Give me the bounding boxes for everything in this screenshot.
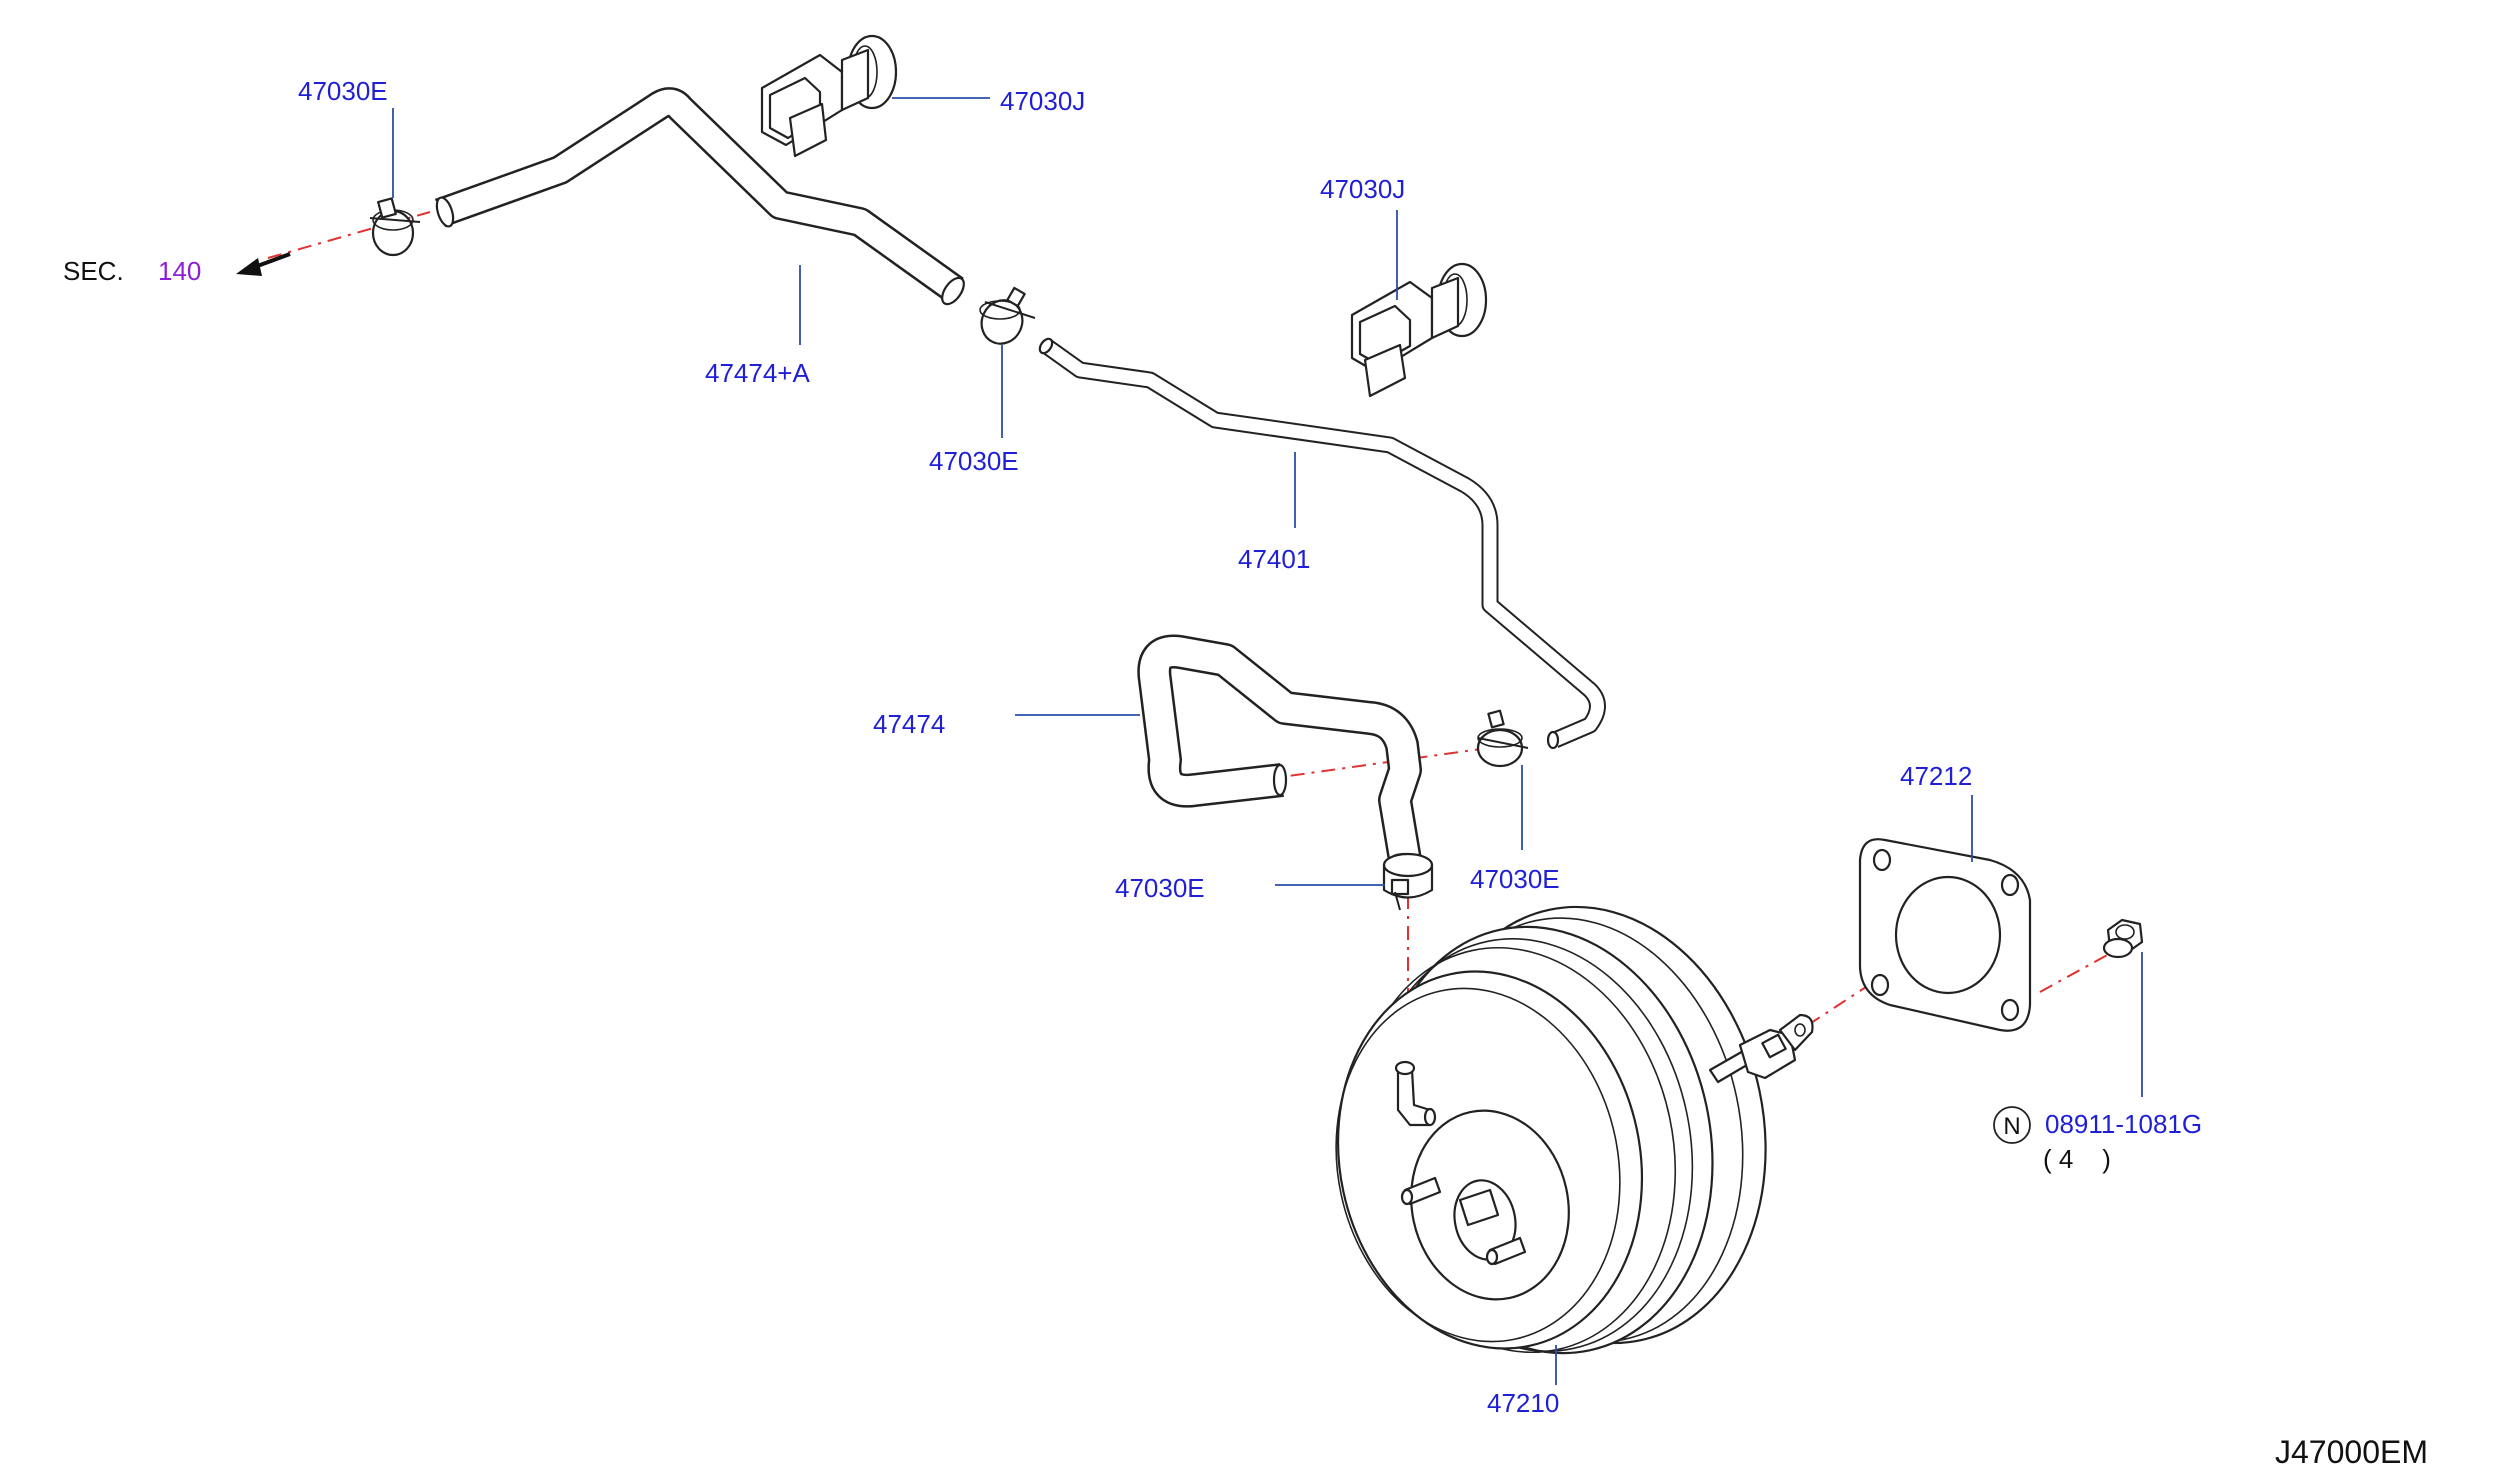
centerlines: [267, 211, 2121, 1050]
nut-circle-badge: N: [1993, 1106, 2031, 1144]
label-nut-circle: N: [2003, 1113, 2020, 1140]
label-tube-main: 47401: [1238, 544, 1310, 574]
brake-booster-47210: [1335, 905, 1814, 1355]
sec-arrow-icon: [236, 252, 291, 276]
clamp-lower-left: [1382, 852, 1434, 911]
clamp-top-left: [369, 197, 421, 257]
main-tube-47401: [1038, 337, 1606, 750]
label-clamp-upper-mid: 47030E: [929, 446, 1019, 476]
label-clamp-top-left: 47030E: [298, 76, 388, 106]
clip-mid: [1350, 262, 1488, 398]
label-hose-upper: 47474+A: [705, 358, 810, 388]
label-hose-lower: 47474: [873, 709, 945, 739]
label-booster: 47210: [1487, 1388, 1559, 1418]
lower-hose-47474: [1137, 634, 1422, 868]
stud-left: [1400, 1176, 1442, 1206]
stud-right: [1485, 1236, 1527, 1266]
label-sec-number[interactable]: 140: [158, 256, 201, 286]
label-clamp-lower-right: 47030E: [1470, 864, 1560, 894]
labels: 47030E 47030J SEC. 140 47474+A 47030E 47…: [63, 76, 2428, 1470]
clip-top: [760, 34, 898, 158]
label-nut-qty: ( 4 ): [2043, 1144, 2111, 1174]
nut-08911: [2102, 918, 2144, 959]
label-clamp-lower-left: 47030E: [1115, 873, 1205, 903]
check-valve: [1394, 1060, 1437, 1127]
upper-hose-47474a: [434, 87, 965, 306]
label-clip-top: 47030J: [1000, 86, 1085, 116]
label-gasket: 47212: [1900, 761, 1972, 791]
label-clip-mid: 47030J: [1320, 174, 1405, 204]
pushrod-clevis: [1708, 1013, 1814, 1084]
clamp-lower-right: [1476, 709, 1529, 768]
leader-lines: [392, 97, 2143, 1385]
label-diagram-code: J47000EM: [2275, 1434, 2428, 1470]
clamp-upper-mid: [979, 286, 1036, 345]
label-sec-prefix: SEC.: [63, 256, 124, 286]
label-nut-part: 08911-1081G: [2045, 1109, 2202, 1139]
gasket-47212: [1858, 838, 2032, 1032]
